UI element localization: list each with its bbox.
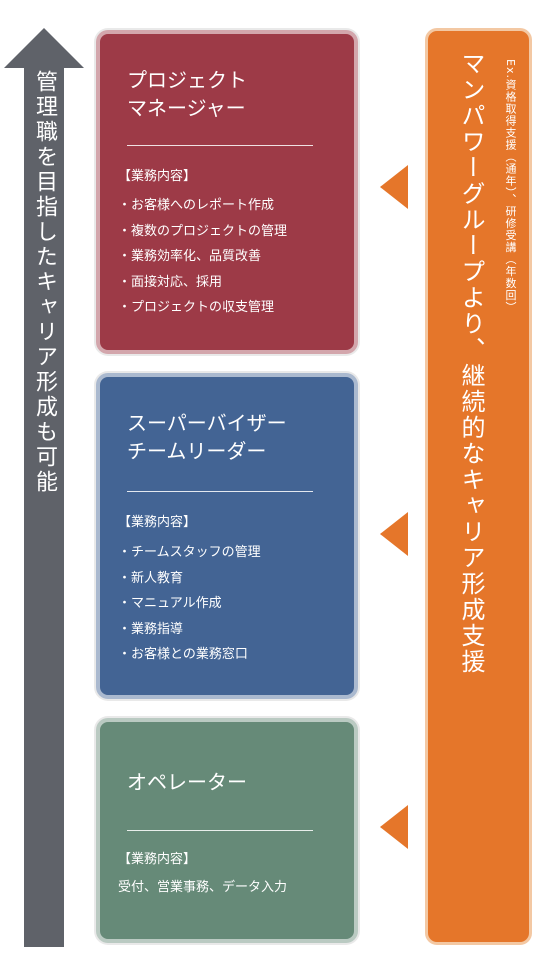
duties-label: 【業務内容】 [118,852,197,867]
duty-item: ・面接対応、採用 [118,274,223,290]
role-card-operator: オペレーター 【業務内容】 受付、営業事務、データ入力 [96,718,358,943]
role-title: プロジェクト マネージャー [127,68,247,120]
duty-item: 受付、営業事務、データ入力 [118,880,288,895]
duties-list: ・チームスタッフの管理 ・新人教育 ・マニュアル作成 ・業務指導 ・お客様との業… [118,540,261,668]
career-arrow-label: 管理職を目指したキャリア形成も可能 [32,70,57,495]
role-title: オペレーター [127,770,247,794]
duty-item: ・業務指導 [118,621,184,637]
duty-item: ・お客様との業務窓口 [118,647,248,662]
duty-item: ・新人教育 [118,570,184,586]
duty-item: ・チームスタッフの管理 [118,545,261,560]
duties-label: 【業務内容】 [118,169,197,184]
duty-item: ・複数のプロジェクトの管理 [118,223,288,239]
arrow-shaft [24,67,64,947]
support-pointer-triangle [380,165,408,209]
duties-list: ・お客様へのレポート作成 ・複数のプロジェクトの管理 ・業務効率化、品質改善 ・… [118,193,287,321]
title-divider [127,491,313,492]
title-divider [127,145,313,146]
support-pointer-triangle [380,805,408,849]
duties-label: 【業務内容】 [118,515,197,530]
role-card-project-manager: プロジェクト マネージャー 【業務内容】 ・お客様へのレポート作成 ・複数のプロ… [96,30,358,354]
duty-item: ・プロジェクトの収支管理 [118,300,275,315]
support-sub-text: Ex.資格取得支援（通年）、研修受講（年数回） [504,59,517,314]
duty-item: ・お客様へのレポート作成 [118,198,275,213]
career-support-panel: マンパワーグループより、継続的なキャリア形成支援 Ex.資格取得支援（通年）、研… [425,28,532,945]
arrow-head [4,28,84,68]
title-divider [127,830,313,831]
duty-item: ・マニュアル作成 [118,596,222,611]
support-pointer-triangle [380,512,408,556]
duties-list: 受付、営業事務、データ入力 [118,875,287,901]
duty-item: ・業務効率化、品質改善 [118,249,262,264]
support-main-text: マンパワーグループより、継続的なキャリア形成支援 [457,51,485,675]
role-card-supervisor: スーパーバイザー チームリーダー 【業務内容】 ・チームスタッフの管理 ・新人教… [96,373,358,699]
career-path-arrow: 管理職を目指したキャリア形成も可能 [0,0,90,962]
role-title: スーパーバイザー チームリーダー [127,411,287,463]
